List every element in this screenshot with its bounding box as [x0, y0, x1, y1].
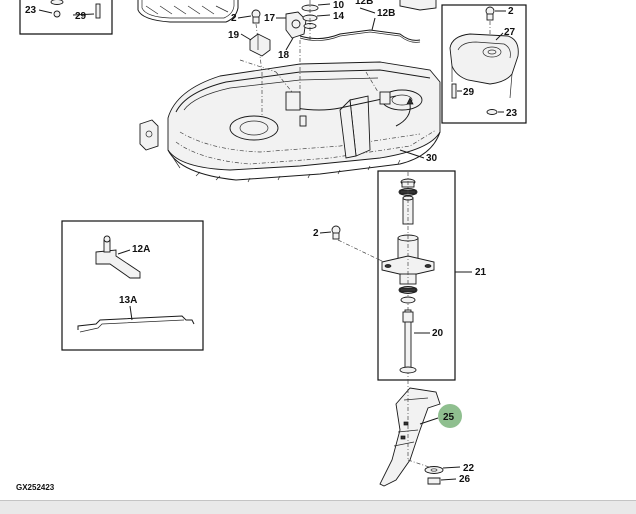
callout-2-mid: 2	[313, 228, 319, 239]
callout-29-right: 29	[463, 87, 475, 98]
callout-17: 17	[264, 13, 276, 24]
callout-19-label: 19	[228, 30, 240, 41]
highlight-circle-25[interactable]	[438, 404, 462, 428]
viewer-status-bar	[0, 500, 636, 514]
callout-2-right: 2	[508, 6, 514, 17]
callout-14: 14	[333, 11, 345, 22]
callout-12b: 12B	[377, 8, 395, 19]
callout-23: 23	[25, 5, 37, 16]
detail-box-rods: 12A 13A	[61, 220, 204, 351]
mower-blade: 25	[379, 380, 462, 487]
figure-code: GX252423	[16, 483, 55, 492]
detail-box-top-left: 23 29	[19, 0, 113, 35]
callout-12a: 12A	[132, 244, 150, 255]
callout-12b-top: 12B	[355, 0, 373, 7]
blade-hardware: 22 26	[424, 463, 475, 485]
callout-21: 21	[475, 267, 487, 278]
belt-fragment	[137, 0, 239, 23]
callout-13a: 13A	[119, 295, 137, 306]
callout-30: 30	[426, 153, 438, 164]
detail-box-shield: 2 27 29 23	[441, 4, 527, 124]
callout-20: 20	[432, 328, 444, 339]
callout-2: 2	[231, 13, 237, 24]
parts-diagram: 23 29 2 19 17 18 10 14	[16, 0, 527, 492]
callout-29: 29	[75, 11, 87, 22]
callout-22: 22	[463, 463, 475, 474]
spindle-box: 21 20	[377, 170, 487, 381]
callout-18: 18	[278, 50, 290, 61]
callout-25[interactable]: 25	[443, 412, 455, 423]
callout-27: 27	[504, 27, 516, 38]
mower-deck: 30	[139, 40, 441, 183]
callout-23-right: 23	[506, 108, 518, 119]
callout-10: 10	[333, 0, 345, 11]
idler-bracket-assembly: 2 19 17 18 10 14 12B 12B	[228, 0, 437, 73]
bolt-2: 2	[313, 225, 385, 263]
callout-26: 26	[459, 474, 471, 485]
